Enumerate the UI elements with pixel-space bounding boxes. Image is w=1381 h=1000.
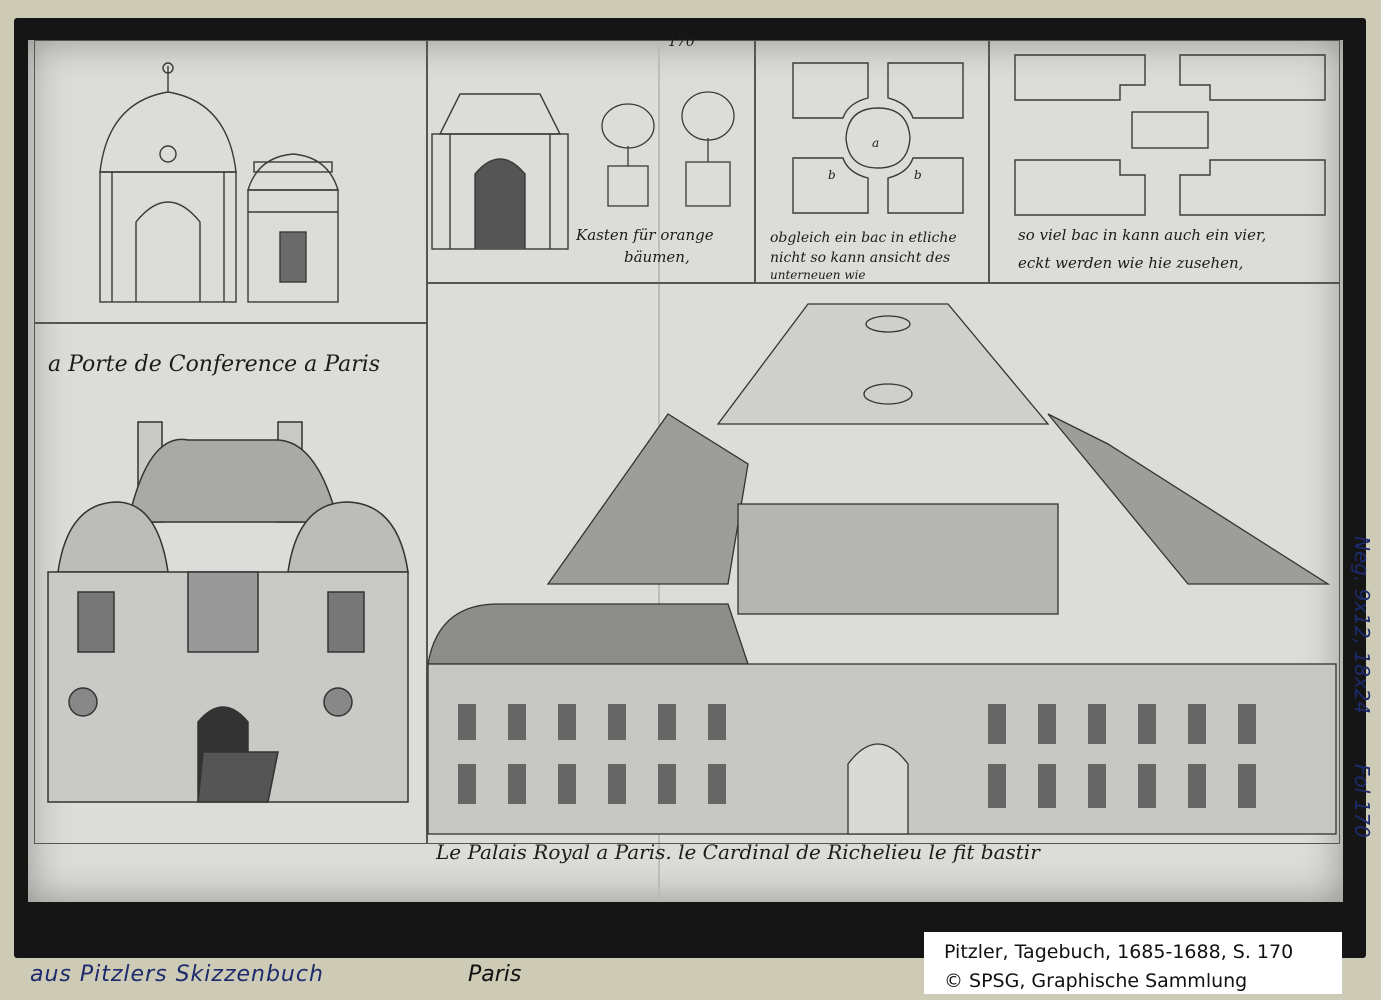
palais-caption: Le Palais Royal a Paris. le Cardinal de … xyxy=(436,840,1040,864)
garden1-caption-line3: unterneuen wie xyxy=(770,268,866,282)
palais-royal-panel xyxy=(426,282,1340,844)
palais-royal-drawing xyxy=(427,303,1337,835)
orange-caption-line2: bäumen, xyxy=(624,248,690,266)
garden2-caption-line2: eckt werden wie hie zusehen, xyxy=(1018,254,1244,272)
caption-source-line: Pitzler, Tagebuch, 1685-1688, S. 170 xyxy=(944,941,1294,963)
porte-elevation-panel xyxy=(34,40,428,324)
negative-size-note: Neg. 9x12, 18x24 xyxy=(1350,536,1374,715)
sketchbook-page: 170 xyxy=(28,34,1343,902)
caption-copyright-line: © SPSG, Graphische Sammlung xyxy=(944,970,1248,992)
orange-tree-boxes xyxy=(601,91,735,207)
page-number: 170 xyxy=(668,34,695,50)
sketchbook-source-note: aus Pitzlers Skizzenbuch xyxy=(30,962,324,987)
garden1-caption-line1: obgleich ein bac in etliche xyxy=(770,230,957,246)
porte-conference-drawing xyxy=(47,421,409,803)
porte-caption: a Porte de Conference a Paris xyxy=(48,352,381,377)
place-note: Paris xyxy=(468,962,522,987)
domed-pavilion-drawings xyxy=(99,62,339,303)
garden-label-b-left: b xyxy=(828,168,836,182)
garden-label-a: a xyxy=(872,136,880,150)
garden-plan-2 xyxy=(1014,54,1326,216)
garden-plan-1-panel xyxy=(754,40,990,284)
copyright-caption-box xyxy=(924,932,1342,994)
folio-note: Fol 170 xyxy=(1350,764,1374,838)
porte-conference-panel xyxy=(34,322,428,844)
garden-label-b-right: b xyxy=(914,168,922,182)
pavilion-elevation xyxy=(431,93,569,250)
garden2-caption-line1: so viel bac in kann auch ein vier, xyxy=(1018,226,1267,244)
garden-plan-1 xyxy=(792,62,964,214)
garden-plan-2-panel xyxy=(988,40,1340,284)
orange-caption-line1: Kasten für orange xyxy=(576,226,714,244)
garden1-caption-line2: nicht so kann ansicht des xyxy=(770,250,951,266)
pavilion-orange-panel xyxy=(426,40,756,284)
